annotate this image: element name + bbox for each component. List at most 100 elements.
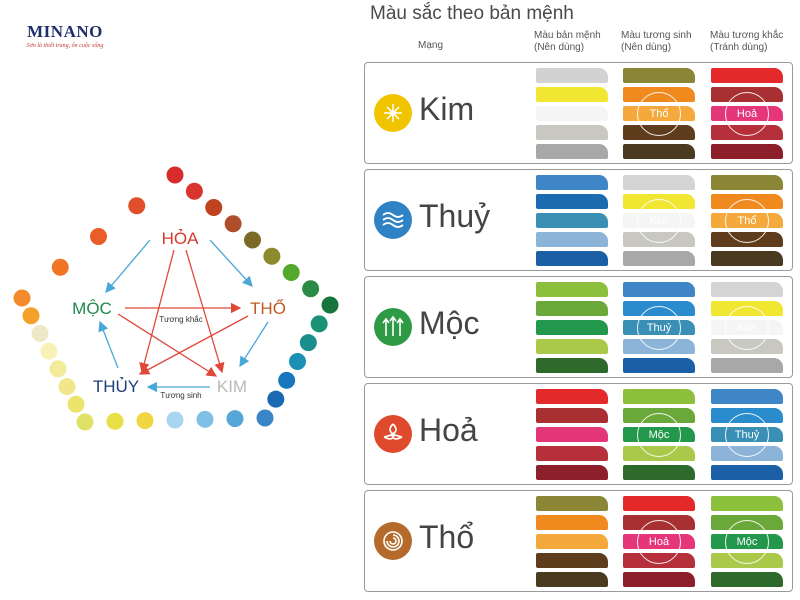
color-dot — [40, 342, 58, 360]
color-swatch — [536, 301, 608, 316]
color-dot — [224, 215, 242, 233]
element-name: Thổ — [419, 519, 475, 555]
element-row: Thổ Hoả Mộc — [364, 490, 793, 592]
color-swatch — [711, 465, 783, 480]
color-swatch — [623, 496, 695, 511]
brand-name: MINANO — [27, 22, 103, 41]
color-swatch — [536, 553, 608, 568]
element-name: Kim — [419, 91, 475, 127]
color-swatch — [623, 389, 695, 404]
color-dot — [13, 289, 31, 307]
label-tuong-sinh: Tương sinh — [160, 391, 201, 400]
color-swatch — [623, 465, 695, 480]
cycle-arrow — [105, 239, 151, 293]
color-swatch — [536, 68, 608, 83]
label-thuy: THỦY — [93, 377, 139, 396]
tho-icon — [374, 522, 412, 560]
brand-tagline: Sơn là thiết trang, ổn cuộc sống — [26, 43, 104, 49]
color-dot — [321, 296, 339, 314]
color-dots-ring — [13, 166, 339, 431]
color-swatch — [536, 446, 608, 461]
color-dot — [166, 411, 184, 429]
star-arrows — [117, 249, 249, 377]
element-label-circle: Kim — [637, 199, 681, 243]
color-swatch — [711, 389, 783, 404]
thuy-icon — [374, 201, 412, 239]
color-dot — [267, 390, 285, 408]
header-mang: Mạng — [418, 40, 444, 51]
element-label-circle: Hoả — [725, 92, 769, 136]
cycle-arrow — [209, 239, 253, 287]
color-swatch — [711, 572, 783, 587]
color-dot — [244, 231, 261, 249]
header-tuong-khac: Màu tương khắc (Tránh dùng) — [710, 30, 783, 54]
color-dot — [185, 182, 203, 200]
element-row: Kim Thổ Hoả — [364, 62, 793, 164]
color-dot — [90, 228, 107, 245]
color-swatch — [536, 496, 608, 511]
color-swatch — [623, 358, 695, 373]
star-arrow — [117, 313, 218, 377]
color-swatch — [536, 106, 608, 121]
header-tuong-sinh-line2: (Nên dùng) — [621, 42, 672, 53]
color-swatch — [711, 496, 783, 511]
color-swatch — [623, 175, 695, 190]
color-swatch — [536, 408, 608, 423]
color-dot — [256, 409, 274, 427]
color-swatch — [536, 282, 608, 297]
cycle-arrows — [98, 239, 269, 393]
color-swatch — [536, 389, 608, 404]
color-swatch — [623, 251, 695, 266]
label-tuong-khac: Tương khắc — [159, 315, 203, 324]
color-dot — [51, 258, 69, 276]
color-dot — [106, 412, 124, 430]
star-arrow — [185, 249, 225, 374]
color-swatch — [536, 213, 608, 228]
kim-icon — [374, 94, 412, 132]
element-label-circle: Mộc — [725, 520, 769, 564]
color-swatch — [536, 232, 608, 247]
color-dot — [282, 264, 300, 281]
element-label-circle: Thổ — [637, 92, 681, 136]
color-swatch — [536, 251, 608, 266]
color-swatch — [623, 572, 695, 587]
color-dot — [205, 199, 223, 216]
element-name: Mộc — [419, 305, 480, 341]
cycle-arrow — [98, 320, 119, 369]
color-dot — [136, 412, 154, 430]
color-dot — [263, 247, 281, 265]
color-swatch — [536, 572, 608, 587]
color-dot — [196, 410, 214, 428]
color-swatch — [711, 358, 783, 373]
element-label-circle: Mộc — [637, 413, 681, 457]
color-dot — [226, 410, 244, 428]
header-ban-menh-line1: Màu bản mệnh — [534, 30, 601, 41]
color-swatch — [536, 427, 608, 442]
color-swatch — [536, 194, 608, 209]
color-dot — [310, 315, 328, 333]
element-label-circle: Kim — [725, 306, 769, 350]
color-swatch — [536, 87, 608, 102]
header-tuong-sinh-line1: Màu tương sinh — [621, 30, 692, 41]
star-arrow — [139, 249, 175, 374]
table-title: Màu sắc theo bản mệnh — [370, 3, 574, 24]
header-tuong-khac-line1: Màu tương khắc — [710, 30, 784, 41]
color-dot — [58, 378, 76, 396]
header-ban-menh-line2: (Nên dùng) — [534, 42, 585, 53]
color-dot — [289, 353, 306, 370]
color-swatch — [711, 68, 783, 83]
color-swatch — [623, 144, 695, 159]
element-label-circle: Hoả — [637, 520, 681, 564]
color-dot — [67, 395, 85, 413]
color-swatch — [711, 175, 783, 190]
color-dot — [278, 371, 296, 389]
color-swatch — [536, 358, 608, 373]
color-swatch — [536, 465, 608, 480]
color-swatch — [536, 339, 608, 354]
color-swatch — [623, 68, 695, 83]
hoa-icon — [374, 415, 412, 453]
color-swatch — [536, 125, 608, 140]
